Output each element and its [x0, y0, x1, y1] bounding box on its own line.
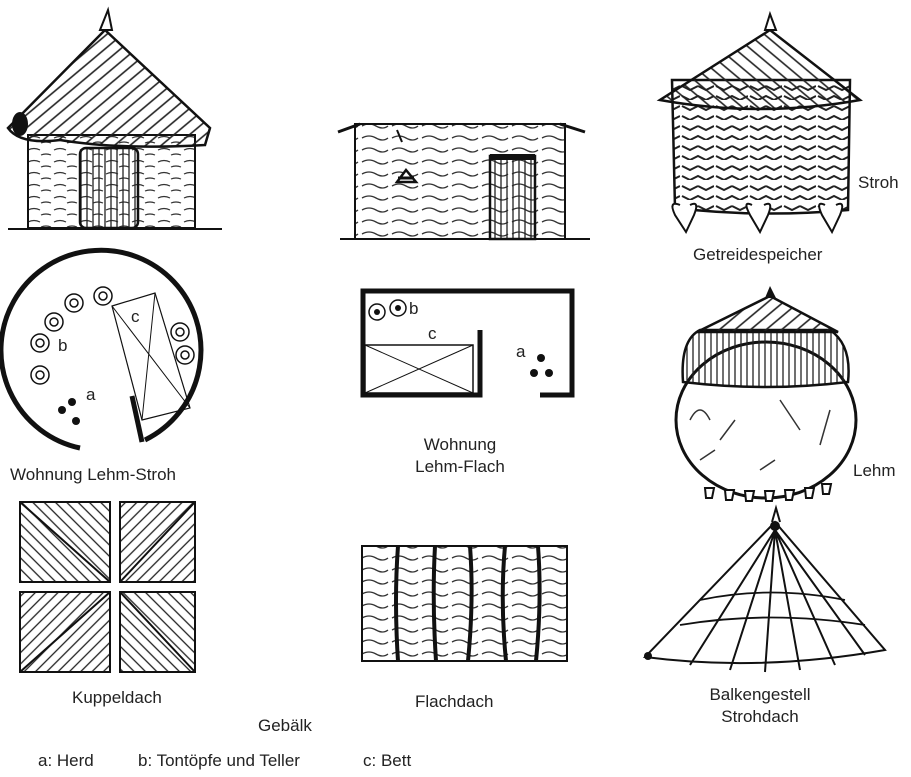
plan-letter-b-round: b [58, 337, 67, 355]
plan-letter-c-rect: c [428, 325, 437, 343]
label-wohnung-line2: Lehm-Flach [400, 456, 520, 478]
granary-straw-drawing [660, 14, 860, 232]
flat-roof-beams-drawing [362, 546, 567, 661]
flat-house-drawing [338, 124, 590, 239]
label-lehm: Lehm [853, 460, 896, 482]
label-balkengestell-strohdach: Balkengestell Strohdach [695, 684, 825, 728]
legend-c: c: Bett [363, 750, 411, 772]
label-balkengestell-line2: Strohdach [695, 706, 825, 728]
plan-letter-a-round: a [86, 386, 95, 404]
beam-frame-straw-roof-drawing [644, 508, 885, 672]
round-hut-drawing [8, 10, 222, 229]
label-getreidespeicher: Getreidespeicher [693, 244, 822, 266]
legend-b: b: Tontöpfe und Teller [138, 750, 300, 772]
label-wohnung-lehm-flach: Wohnung Lehm-Flach [400, 434, 520, 478]
label-stroh: Stroh [858, 172, 899, 194]
plan-letter-b-rect: b [409, 300, 418, 318]
label-gebaelk: Gebälk [258, 715, 312, 737]
plan-letter-c-round: c [131, 308, 140, 326]
label-kuppeldach: Kuppeldach [72, 687, 162, 709]
label-wohnung-line1: Wohnung [400, 434, 520, 456]
label-balkengestell-line1: Balkengestell [695, 684, 825, 706]
label-flachdach: Flachdach [415, 691, 493, 713]
rect-floor-plan [363, 291, 572, 395]
round-floor-plan [1, 250, 201, 448]
dome-roof-beams-drawing [20, 502, 195, 672]
label-wohnung-lehm-stroh: Wohnung Lehm-Stroh [10, 464, 176, 486]
granary-clay-drawing [676, 286, 856, 501]
legend-a: a: Herd [38, 750, 94, 772]
plan-letter-a-rect: a [516, 343, 525, 361]
